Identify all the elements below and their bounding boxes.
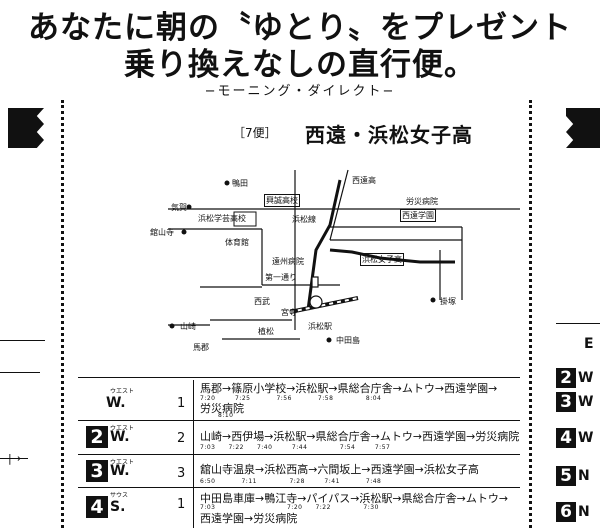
route-number-badge: 4: [556, 428, 576, 448]
map-label: 興誠高校: [264, 194, 300, 207]
map-label: 馬郡: [193, 343, 209, 352]
map-label: 植松: [258, 327, 274, 336]
left-fragment-line: [0, 340, 45, 341]
right-dotted-rule: [529, 100, 532, 528]
left-fragment-line: [0, 372, 40, 373]
route-number-badge: 2: [556, 368, 576, 388]
route-frequency: 1: [177, 396, 186, 411]
route-letter: S.: [110, 499, 126, 515]
route-kana: ウエスト: [110, 388, 135, 395]
route-number-badge: 3: [86, 460, 108, 482]
route-letter: W: [578, 430, 594, 446]
route-times: 6:50 7:11 7:28 7:41 7:48: [200, 478, 382, 485]
map-label: 浜松女子高: [360, 253, 404, 266]
right-fragment-item: 4 W: [556, 428, 593, 448]
right-fragment-letter: E: [584, 336, 594, 352]
route-kana: ウエスト: [110, 459, 135, 466]
table-top-rule: [78, 377, 520, 378]
map-label: 西武: [254, 297, 270, 306]
map-label: 浜松線: [292, 215, 316, 224]
route-title: 西遠・浜松女子高: [305, 123, 473, 147]
map-label: 宮寺: [281, 308, 297, 317]
route-stops: 馬郡→篠原小学校→浜松駅→県総合庁舎→ムトウ→西遠学園→: [200, 382, 498, 395]
route-number-badge: 6: [556, 502, 576, 522]
route-number-badge: 5: [556, 466, 576, 486]
map-label: 山崎: [180, 322, 196, 331]
left-dotted-rule: [61, 100, 64, 528]
route-symbol: 4 S.: [86, 496, 125, 518]
route-stops: 山崎→西伊場→浜松駅→県総合庁舎→ムトウ→西遠学園→労災病院: [200, 430, 520, 443]
route-times: 7:03 7:22 7:40 7:44 7:54 7:57: [200, 444, 391, 451]
headline-line-2: 乗り換えなしの直行便。: [124, 47, 476, 83]
map-label: 浜松駅: [308, 322, 332, 331]
route-stops-cont: 西遠学園→労災病院: [200, 512, 298, 525]
map-label: 西遠高: [352, 176, 376, 185]
table-row-divider: [78, 420, 520, 421]
route-letter: W: [578, 394, 594, 410]
map-label: 労災病院: [406, 197, 438, 206]
map-label: 掛塚: [440, 297, 456, 306]
map-label: 第一通り: [265, 273, 297, 282]
left-tab-marker: [8, 108, 44, 148]
route-letter: W.: [106, 395, 126, 411]
right-fragment-item: 2 W: [556, 368, 593, 388]
map-label: 浜松学芸高校: [198, 214, 246, 223]
route-frequency: 2: [177, 431, 186, 446]
left-fragment-line: [0, 458, 28, 459]
right-fragment-item: 6 N: [556, 502, 590, 522]
route-letter: W.: [110, 429, 130, 445]
route-times: 7:20 7:25 7:56 7:58 8:04: [200, 395, 382, 402]
route-stops: 舘山寺温泉→浜松西高→六間坂上→西遠学園→浜松女子高: [200, 463, 479, 476]
map-label: 鴨田: [232, 179, 248, 188]
route-frequency: 3: [177, 466, 186, 481]
route-symbol: 3 W.: [86, 460, 130, 482]
route-number-badge: 3: [556, 392, 576, 412]
route-kana: サウス: [110, 492, 129, 499]
right-fragment-item: 3 W: [556, 392, 593, 412]
route-symbol: W.: [86, 392, 126, 414]
map-label: 体育館: [225, 238, 249, 247]
route-letter: W: [578, 370, 594, 386]
left-fragment-arrow: |→: [8, 452, 21, 465]
route-kana: ウエスト: [110, 425, 135, 432]
right-fragment-rule: [556, 323, 600, 324]
route-symbol: 2 W.: [86, 426, 130, 448]
route-letter: N: [578, 504, 590, 520]
route-number-badge: 2: [86, 426, 108, 448]
route-number-badge: 4: [86, 496, 108, 518]
map-label: 気賀: [171, 203, 187, 212]
route-frequency: 1: [177, 497, 186, 512]
route-letter: N: [578, 468, 590, 484]
map-label: 遠州病院: [272, 257, 304, 266]
map-label: 中田島: [336, 336, 360, 345]
map-label: 西遠学園: [400, 209, 436, 222]
route-stops-cont: 労災病院: [200, 402, 244, 415]
right-fragment-item: 5 N: [556, 466, 590, 486]
route-times: 7:03 7:20 7:22 7:30: [200, 504, 379, 511]
headline-subtitle: −モーニング・ダイレクト−: [204, 84, 396, 99]
table-column-rule: [193, 380, 194, 528]
headline-line-1: あなたに朝の〝ゆとり〟をプレゼント: [28, 10, 572, 46]
route-times-cont: 8:10: [218, 412, 234, 419]
route-stops: 中田島車庫→鴨江寺→パイパス→浜松駅→県総合庁舎→ムトウ→: [200, 492, 509, 505]
table-row-divider: [78, 454, 520, 455]
route-letter: W.: [110, 463, 130, 479]
table-row-divider: [78, 487, 520, 488]
trip-count: ［7便］: [233, 126, 277, 140]
map-label: 舘山寺: [150, 228, 174, 237]
